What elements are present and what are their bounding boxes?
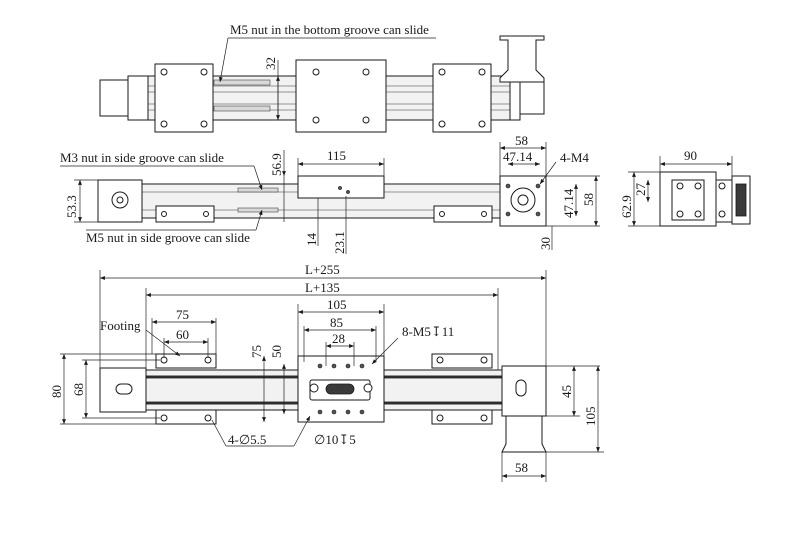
dim-end-47-14: 47.14 [503,149,533,164]
label-8-m5: 8-M5↧11 [402,324,454,339]
dim-85: 85 [330,315,343,330]
side-view: 115 56.9 53.3 14 23.1 M3 nut in side gro… [60,133,600,254]
dim-end-30: 30 [538,237,553,250]
dim-L135: L+135 [305,280,340,295]
dim-105: 105 [327,297,347,312]
dim-end-58: 58 [515,133,528,148]
note-m5-side-groove: M5 nut in side groove can slide [86,230,250,245]
dim-end-58-side: 58 [581,193,596,206]
dim-58-bottom: 58 [515,460,528,475]
side-footing-right [433,205,493,223]
label-footing: Footing [100,318,141,333]
dim-56-9: 56.9 [269,153,284,176]
bottom-footing-br [431,409,493,425]
dim-45: 45 [559,385,574,398]
dim-75-top: 75 [176,307,189,322]
dim-80: 80 [49,385,64,398]
dim-105-vert: 105 [583,407,598,427]
bottom-view: L+255 L+135 105 85 28 75 60 Footing [49,262,604,482]
dim-end-47-14-side: 47.14 [561,188,576,218]
top-right-plate [519,81,545,115]
top-right-end-cap [509,75,521,121]
top-carriage [295,59,387,133]
dim-62-9: 62.9 [619,195,634,218]
label-dia-10-5: ∅10↧5 [314,432,356,447]
dim-60: 60 [176,327,189,342]
dim-90: 90 [684,148,697,163]
dim-L255: L+255 [305,262,340,277]
label-4-dia-5-5: 4-∅5.5 [228,432,266,447]
dim-28: 28 [332,331,345,346]
end-view: 90 62.9 27 [619,148,751,227]
top-right-motor [499,35,545,83]
bottom-footing-tr [431,353,493,369]
dim-50-vert: 50 [269,345,284,358]
bottom-right-motor [501,415,547,453]
side-groove-nuts-top [237,187,279,193]
dim-75-vert: 75 [249,345,264,358]
top-groove-nuts-lower [213,105,271,112]
top-left-motor-stub [99,79,129,117]
bottom-footing-tl [155,353,217,369]
dim-115: 115 [327,148,346,163]
dim-32: 32 [263,57,278,70]
dim-14: 14 [304,233,319,247]
dim-53-3: 53.3 [64,195,79,218]
dim-27: 27 [633,183,648,197]
top-left-end-block [127,75,149,121]
top-groove-nuts-upper [213,79,271,86]
dim-end-4-m4: 4-M4 [560,150,589,165]
side-footing-left [155,205,215,223]
bottom-footing-bl [155,409,217,425]
dim-23-1: 23.1 [332,231,347,254]
side-groove-nuts-bottom [237,207,279,213]
note-m3-side-groove: M3 nut in side groove can slide [60,150,224,165]
note-bottom-groove: M5 nut in the bottom groove can slide [230,22,429,37]
top-view: 32 M5 nut in the bottom groove can slide [99,22,545,133]
dim-68: 68 [71,383,86,396]
